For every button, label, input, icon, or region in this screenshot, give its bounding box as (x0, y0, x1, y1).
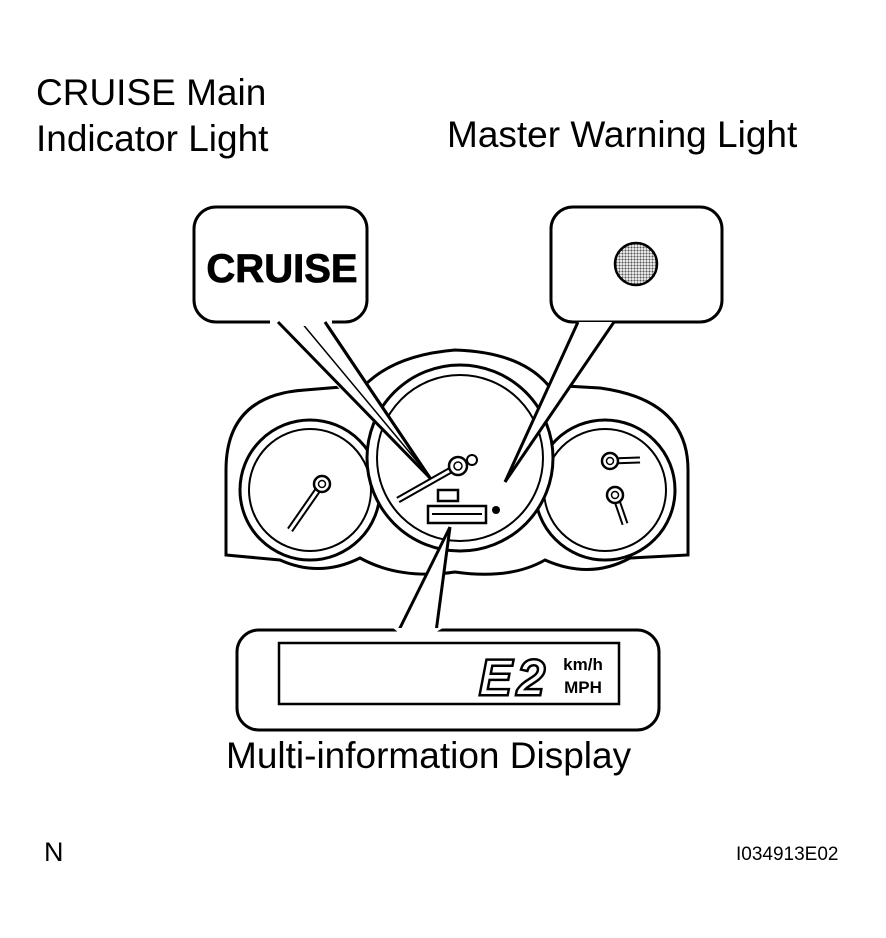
multi-info-screen (277, 641, 621, 706)
right-gauge (533, 418, 677, 562)
left-gauge-needle (287, 474, 332, 532)
center-gauge-needle (396, 454, 478, 504)
center-master-warning-dot (492, 506, 500, 514)
figure-code: I034913E02 (736, 844, 839, 865)
unit-kmh-text: km/h (563, 655, 603, 674)
master-warning-light-label: Master Warning Light (447, 114, 798, 155)
multi-information-display-label: Multi-information Display (226, 735, 632, 776)
right-gauge-lower-needle (605, 485, 629, 526)
multi-info-callout: E2 km/h MPH (235, 526, 661, 732)
unit-mph-text: MPH (564, 678, 602, 697)
left-gauge (238, 418, 382, 562)
cruise-main-label-line1: CRUISE Main (36, 72, 267, 113)
center-cruise-indicator (436, 488, 460, 503)
center-gauge (365, 363, 555, 553)
master-warning-callout (503, 205, 724, 483)
cruise-callout: CRUISE (192, 205, 432, 480)
master-warning-light-icon (613, 241, 659, 287)
cruise-main-indicator-label: CRUISE Main Indicator Light (36, 70, 268, 162)
cruise-main-label-line2: Indicator Light (36, 118, 269, 159)
corner-letter: N (44, 837, 64, 867)
right-gauge-upper-needle (600, 451, 641, 471)
cruise-indicator-text: CRUISE (206, 247, 357, 291)
display-code-text: E2 (480, 652, 551, 705)
